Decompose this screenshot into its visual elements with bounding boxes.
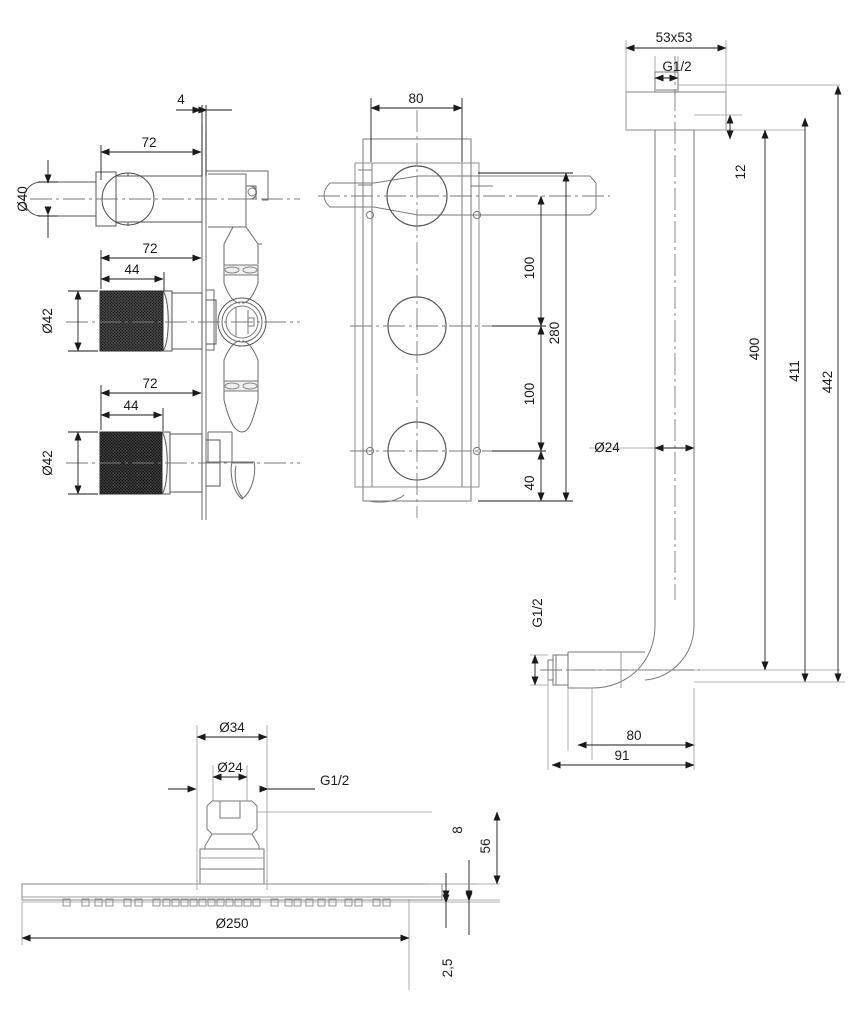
dimensions-view4: [21, 733, 501, 942]
nozzle-row: [62, 898, 391, 907]
dim-280: [478, 172, 573, 502]
dim-44-lower: [100, 408, 164, 431]
dim-d40: [38, 160, 58, 238]
dim-label-72-lever: 72: [141, 135, 156, 150]
dim-label-d34: Ø34: [219, 720, 245, 735]
dim-label-d42-upper: Ø42: [40, 308, 55, 334]
upper-knurled-knob: [99, 290, 217, 352]
dim-label-80: 80: [408, 91, 423, 106]
centrelines-view3: [540, 56, 700, 671]
dim-label-d24: Ø24: [594, 440, 620, 455]
dim-label-411: 411: [787, 360, 802, 382]
dimensions-view2: [370, 98, 573, 502]
dim-44-upper: [100, 272, 165, 291]
dim-label-d24-head: Ø24: [217, 760, 243, 775]
dimensions-view1: [38, 105, 232, 495]
shower-head-geometry: [21, 800, 443, 903]
centrelines-view2: [318, 110, 610, 518]
dim-label-44-upper: 44: [124, 262, 140, 277]
dim-label-280: 280: [547, 322, 562, 345]
dim-label-25: 2,5: [440, 959, 455, 978]
centrelines-view1: [30, 198, 300, 464]
view-shower-head: Ø34 Ø24 G1/2 8 56 Ø250 2,5: [21, 720, 501, 990]
dim-label-72-lower: 72: [142, 376, 157, 391]
dim-40: [478, 450, 573, 502]
dim-d42-lower: [68, 431, 98, 495]
dim-4: [176, 105, 232, 176]
dim-label-g12-top: G1/2: [662, 59, 691, 74]
dim-label-12: 12: [733, 164, 748, 179]
dim-label-100-lower: 100: [522, 383, 537, 406]
dim-label-91-arm: 91: [614, 748, 629, 763]
dim-100-lower: [492, 325, 546, 452]
dim-label-44-lower: 44: [123, 398, 139, 413]
view-front-elevation-valve: 80 100 100 40 280: [318, 91, 610, 518]
dim-label-442: 442: [820, 371, 835, 394]
dim-label-g12-head: G1/2: [320, 773, 349, 788]
dim-8: [430, 860, 478, 935]
dim-80: [370, 98, 463, 162]
dim-label-72-upper: 72: [142, 241, 157, 256]
dim-label-g12-inlet: G1/2: [530, 598, 545, 627]
head-extension-lines: [21, 725, 500, 990]
dim-12: [694, 114, 742, 140]
dim-d42-upper: [68, 290, 98, 352]
view-shower-arm: 53x53 G1/2 12 Ø24 400 411 442 G1/2 80 91: [530, 30, 845, 770]
dim-label-d250: Ø250: [215, 916, 248, 931]
dim-label-4: 4: [177, 92, 185, 107]
dim-label-40: 40: [522, 475, 537, 490]
view-side-elevation-valve: 4 72 Ø40 72 44 Ø42 72 44 Ø42: [15, 92, 300, 520]
dim-label-d42-lower: Ø42: [40, 450, 55, 476]
dim-72-lever: [100, 145, 202, 180]
dim-72-lower-knob: [100, 385, 202, 430]
dim-label-d40: Ø40: [15, 186, 30, 212]
dim-label-400: 400: [747, 338, 762, 361]
valve-body-section: [205, 170, 269, 520]
dim-100-upper: [492, 195, 546, 327]
dim-label-8: 8: [450, 826, 465, 834]
dim-label-56: 56: [478, 838, 493, 853]
dimensions-view3: [531, 44, 845, 769]
dim-label-100-upper: 100: [522, 257, 537, 280]
dim-label-53x53: 53x53: [656, 30, 693, 45]
dim-72-upper-knob: [100, 250, 202, 289]
dim-label-80-arm: 80: [626, 728, 641, 743]
